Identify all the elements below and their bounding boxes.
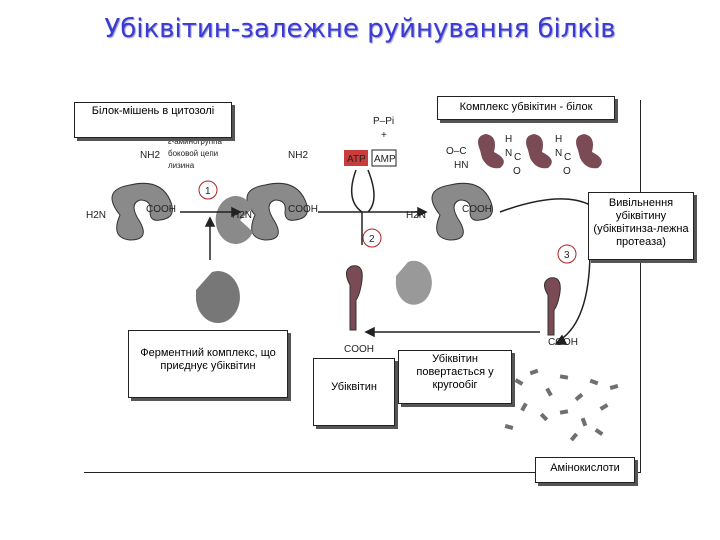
- step-3-label: 3: [564, 250, 570, 261]
- ubiquitin-chain: [478, 134, 602, 169]
- callout-ubiquitin: Убіквітин: [313, 358, 395, 426]
- step-3-circle: [557, 244, 577, 264]
- nh2-label-1: NH2: [140, 150, 160, 161]
- enzyme-complex-3: [395, 260, 432, 305]
- h-label-2: H: [555, 134, 562, 145]
- oc-label: O–C: [446, 146, 467, 157]
- callout-complex: Комплекс убвікітин - білок: [437, 96, 615, 120]
- o-label-2: O: [563, 166, 571, 177]
- flow-arrows: [180, 169, 591, 345]
- h2n-label-1: H2N: [86, 210, 106, 221]
- c-label-1: C: [514, 152, 521, 163]
- atp-box: [344, 150, 368, 166]
- step-2-label: 2: [369, 234, 375, 245]
- amino-note-3: лизина: [168, 161, 195, 170]
- step-2-circle: [362, 228, 382, 248]
- enzyme-complex-1: [195, 271, 240, 324]
- enzyme-complex-2: [215, 195, 253, 244]
- target-protein-2: [246, 182, 308, 241]
- slide-title: Убіквітин-залежне руйнування білків: [104, 14, 616, 44]
- h2n-label-2: H2N: [232, 210, 252, 221]
- cooh-label-3: COOH: [462, 204, 492, 215]
- callout-target-protein: Білок-мішень в цитозолі: [74, 102, 232, 138]
- h-label-1: H: [505, 134, 512, 145]
- ubiquitin-released: [544, 277, 561, 336]
- amp-box: [371, 149, 397, 167]
- atp-label: ATP: [347, 154, 366, 165]
- ppi-label: P–Pi: [373, 116, 394, 127]
- plus-label: +: [381, 130, 387, 141]
- step-1-label: 1: [205, 186, 211, 197]
- o-label-1: O: [513, 166, 521, 177]
- step-1-circle: [198, 180, 218, 200]
- n-label-2: N: [555, 148, 562, 159]
- cooh-label-5: COOH: [548, 337, 578, 348]
- cooh-label-1: COOH: [146, 204, 176, 215]
- callout-enzyme: Ферментний комплекс, що приєднує убіквіт…: [128, 330, 288, 398]
- nh2-label-2: NH2: [288, 150, 308, 161]
- hn-label: HN: [454, 160, 468, 171]
- amino-note-1: ε-аминогруппа: [168, 137, 222, 146]
- callout-amino-acids: Амінокислоти: [535, 457, 635, 483]
- target-protein-3: [431, 182, 493, 241]
- n-label-1: N: [505, 148, 512, 159]
- diagram-frame: [84, 100, 641, 473]
- ubiquitin-free: [346, 265, 363, 331]
- c-label-2: C: [564, 152, 571, 163]
- amp-label: AMP: [374, 154, 396, 165]
- h2n-label-3: H2N: [406, 210, 426, 221]
- amino-note-2: боковой цепи: [168, 149, 218, 158]
- cooh-label-4: COOH: [344, 344, 374, 355]
- callout-recycle: Убіквітин повертається у кругообіг: [398, 350, 512, 404]
- callout-release: Вивільнення убіквітину (убіквітинза-лежн…: [588, 192, 694, 260]
- cooh-label-2: COOH: [288, 204, 318, 215]
- target-protein-1: [111, 182, 173, 241]
- amino-acid-fragments: [504, 368, 619, 442]
